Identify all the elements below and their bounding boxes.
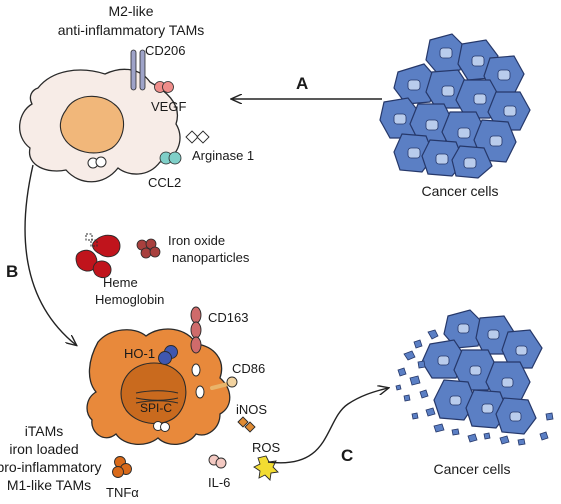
cancer-debris bbox=[395, 329, 554, 446]
iron-oxide-icon bbox=[136, 238, 161, 259]
debris-fragment bbox=[517, 438, 526, 446]
debris-fragment bbox=[499, 435, 510, 445]
m1-title-line2: iron loaded bbox=[9, 441, 78, 457]
cancer-nucleus bbox=[407, 147, 421, 159]
cancer-nucleus bbox=[457, 127, 471, 139]
step-a-label: A bbox=[296, 74, 308, 93]
cancer-nucleus bbox=[515, 345, 528, 356]
vegf-icon bbox=[154, 81, 174, 93]
cancer-nucleus bbox=[503, 105, 517, 117]
m1-macrophage bbox=[86, 328, 231, 445]
m1-title-line1: iTAMs bbox=[25, 423, 64, 439]
heme-label: Heme bbox=[103, 275, 138, 290]
cd163-label: CD163 bbox=[208, 310, 248, 325]
debris-fragment bbox=[411, 412, 419, 420]
cancer-nucleus bbox=[425, 119, 439, 131]
cancer-label-top: Cancer cells bbox=[421, 183, 498, 199]
cancer-nucleus bbox=[469, 365, 482, 376]
cancer-nuclei-top bbox=[393, 47, 517, 169]
tnfa-label: TNFα bbox=[106, 485, 139, 500]
m2-nucleus bbox=[59, 95, 125, 154]
debris-fragment bbox=[403, 394, 411, 402]
debris-fragment bbox=[397, 367, 407, 377]
cancer-nucleus bbox=[439, 47, 453, 59]
cancer-nucleus bbox=[497, 69, 511, 81]
hemoglobin-label: Hemoglobin bbox=[95, 292, 164, 307]
cancer-nucleus bbox=[437, 355, 450, 366]
il6-icon bbox=[208, 454, 227, 469]
inos-icon bbox=[237, 416, 256, 433]
debris-fragment bbox=[413, 339, 423, 349]
cancer-nucleus bbox=[501, 377, 514, 388]
ros-icon bbox=[253, 455, 279, 481]
cd86-icon bbox=[210, 376, 238, 390]
m1-title-line3: pro-inflammatory bbox=[0, 459, 102, 475]
cancer-nucleus bbox=[487, 329, 500, 340]
cancer-nucleus bbox=[457, 323, 470, 334]
cancer-nuclei-bottom bbox=[437, 323, 528, 422]
cancer-nucleus bbox=[441, 85, 455, 97]
cancer-cluster-bottom bbox=[421, 309, 543, 435]
cancer-nucleus bbox=[489, 135, 503, 147]
arrow-c bbox=[267, 388, 388, 464]
arginase-label: Arginase 1 bbox=[192, 148, 254, 163]
debris-fragment bbox=[451, 428, 460, 436]
debris-fragment bbox=[467, 433, 478, 443]
debris-fragment bbox=[409, 375, 421, 386]
iron-oxide-label-line1: Iron oxide bbox=[168, 233, 225, 248]
cd86-label: CD86 bbox=[232, 361, 265, 376]
m1-title-line4: M1-like TAMs bbox=[7, 477, 91, 493]
debris-fragment bbox=[425, 407, 436, 417]
il6-label: IL-6 bbox=[208, 475, 230, 490]
debris-fragment bbox=[403, 350, 416, 361]
cancer-nucleus bbox=[449, 395, 462, 406]
debris-fragment bbox=[545, 412, 554, 421]
cancer-nucleus bbox=[435, 153, 449, 165]
debris-fragment bbox=[417, 360, 426, 369]
debris-fragment bbox=[419, 389, 429, 399]
debris-fragment bbox=[427, 329, 439, 340]
cancer-nucleus bbox=[471, 55, 485, 67]
m1-vesicle bbox=[195, 385, 205, 399]
tnfa-icon bbox=[112, 456, 132, 478]
cd206-icon bbox=[130, 49, 146, 91]
ho1-label: HO-1 bbox=[124, 346, 155, 361]
ccl2-label: CCL2 bbox=[148, 175, 181, 190]
step-b-label: B bbox=[6, 262, 18, 281]
m2-vesicle bbox=[95, 156, 107, 168]
ho1-icon bbox=[158, 345, 178, 365]
debris-fragment bbox=[483, 432, 491, 440]
cancer-nucleus bbox=[393, 113, 407, 125]
m2-title-line1: M2-like bbox=[108, 3, 153, 19]
cancer-nucleus bbox=[509, 411, 522, 422]
step-c-label: C bbox=[341, 446, 353, 465]
cancer-nucleus bbox=[463, 157, 477, 169]
heme-icon bbox=[75, 233, 121, 279]
debris-fragment bbox=[539, 431, 549, 441]
cancer-nucleus bbox=[473, 93, 487, 105]
inos-label: iNOS bbox=[236, 402, 267, 417]
cancer-nucleus bbox=[407, 79, 421, 91]
m1-vesicle bbox=[160, 422, 170, 432]
debris-fragment bbox=[395, 384, 402, 391]
m2-macrophage bbox=[19, 68, 181, 183]
cancer-label-bottom: Cancer cells bbox=[433, 461, 510, 477]
vegf-label: VEGF bbox=[151, 99, 186, 114]
m1-vesicle bbox=[191, 363, 201, 377]
cancer-nucleus bbox=[481, 403, 494, 414]
ccl2-icon bbox=[159, 151, 182, 165]
arrow-b bbox=[24, 164, 76, 345]
cd163-icon bbox=[190, 306, 202, 354]
spi-c-dna-icon bbox=[135, 390, 179, 404]
arginase-icon bbox=[185, 130, 210, 144]
debris-fragment bbox=[433, 423, 445, 433]
m2-title-line2: anti-inflammatory TAMs bbox=[58, 22, 205, 38]
ros-label: ROS bbox=[252, 440, 281, 455]
cd206-label: CD206 bbox=[145, 43, 185, 58]
spi-c-label: SPI-C bbox=[140, 401, 172, 415]
iron-oxide-label-line2: nanoparticles bbox=[172, 250, 250, 265]
